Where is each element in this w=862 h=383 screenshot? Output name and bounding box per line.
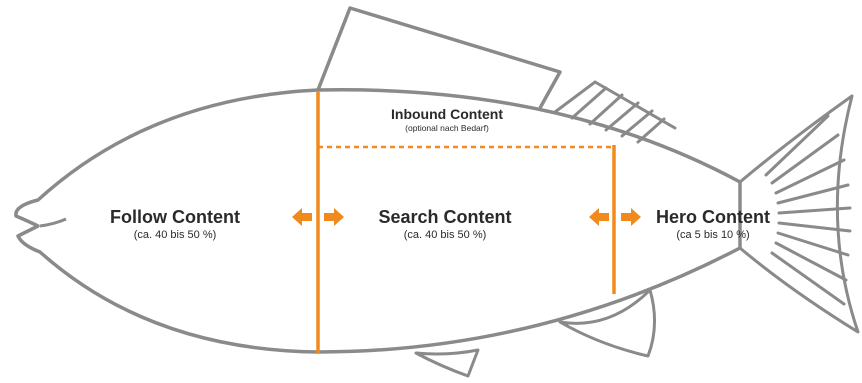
- hero-content-label: Hero Content (ca 5 bis 10 %): [640, 206, 786, 242]
- search-content-share: (ca. 40 bis 50 %): [403, 229, 487, 241]
- inbound-content-title: Inbound Content: [391, 106, 503, 122]
- follow-content-title: Follow Content: [110, 207, 240, 227]
- fish-mouth: [39, 217, 67, 228]
- pelvic-fin: [414, 348, 480, 378]
- rear-dorsal-fin: [553, 80, 677, 144]
- fish-body: [14, 88, 742, 354]
- hero-content-share: (ca 5 bis 10 %): [676, 229, 750, 241]
- anal-fin: [558, 288, 657, 358]
- follow-content-label: Follow Content (ca. 40 bis 50 %): [80, 206, 270, 242]
- inbound-content-note: (optional nach Bedarf): [405, 123, 489, 133]
- search-content-title: Search Content: [378, 207, 512, 227]
- arrow-right-icon: [324, 208, 344, 226]
- arrow-right-icon: [621, 208, 641, 226]
- arrow-left-icon: [589, 208, 609, 226]
- search-content-label: Search Content (ca. 40 bis 50 %): [350, 206, 540, 242]
- inbound-content-label: Inbound Content (optional nach Bedarf): [352, 106, 542, 134]
- tail-fin: [738, 94, 860, 334]
- arrow-left-icon: [292, 208, 312, 226]
- follow-content-share: (ca. 40 bis 50 %): [133, 229, 217, 241]
- hero-content-title: Hero Content: [656, 207, 770, 227]
- dorsal-fin: [316, 6, 562, 109]
